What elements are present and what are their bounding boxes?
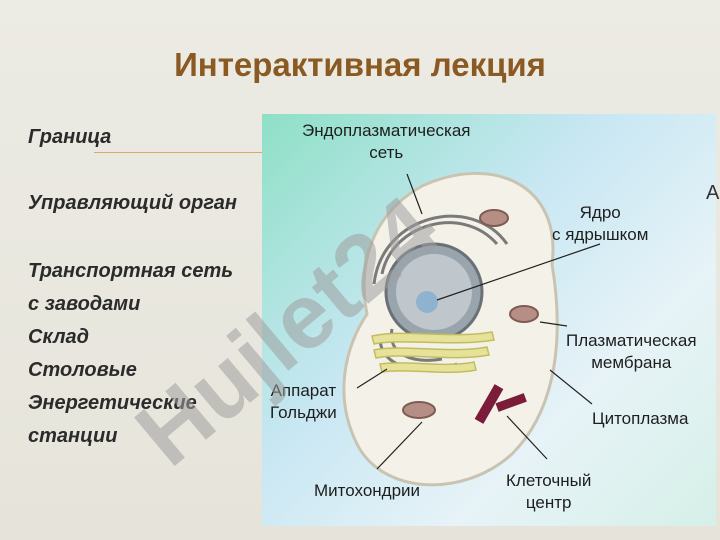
nucleolus-shape (416, 291, 438, 313)
term-energy: Энергетические (28, 392, 197, 414)
label-cytoplasm: Цитоплазма (592, 408, 688, 430)
label-membrane-text: Плазматическая мембрана (566, 331, 697, 372)
label-golgi: Аппарат Гольджи (270, 380, 337, 424)
cell-diagram: Эндоплазматическая сеть Ядро с ядрышком … (262, 114, 716, 526)
term-transport-network: Транспортная сеть (28, 260, 234, 282)
label-er-text: Эндоплазматическая сеть (302, 121, 471, 162)
slide-title: Интерактивная лекция (174, 46, 546, 83)
label-cytoplasm-text: Цитоплазма (592, 409, 689, 428)
label-centrosome: Клеточный центр (506, 470, 591, 514)
label-er: Эндоплазматическая сеть (302, 120, 471, 164)
label-mito-text: Митохондрии (314, 481, 421, 500)
label-golgi-text: Аппарат Гольджи (270, 381, 337, 422)
nucleus-inner (396, 254, 472, 330)
label-membrane: Плазматическая мембрана (566, 330, 697, 374)
term-with-factories: с заводами (28, 293, 141, 315)
underline-rule (94, 152, 264, 153)
label-mitochondria: Митохондрии (314, 480, 420, 502)
edge-glyph: А (706, 182, 720, 204)
term-control-organ: Управляющий орган (28, 192, 237, 214)
mitochondria-shapes (402, 209, 539, 419)
cell-illustration (342, 171, 601, 487)
label-nucleus-text: Ядро с ядрышком (552, 203, 649, 244)
term-boundary: Граница (28, 126, 112, 148)
centrosome-shape (474, 384, 527, 424)
label-centrosome-text: Клеточный центр (506, 471, 592, 512)
term-stations: станции (28, 425, 118, 447)
label-nucleus: Ядро с ядрышком (552, 202, 648, 246)
leader-lines (356, 173, 601, 470)
term-canteens: Столовые (28, 359, 137, 381)
golgi-shape (371, 331, 495, 374)
term-storage: Склад (28, 326, 90, 348)
